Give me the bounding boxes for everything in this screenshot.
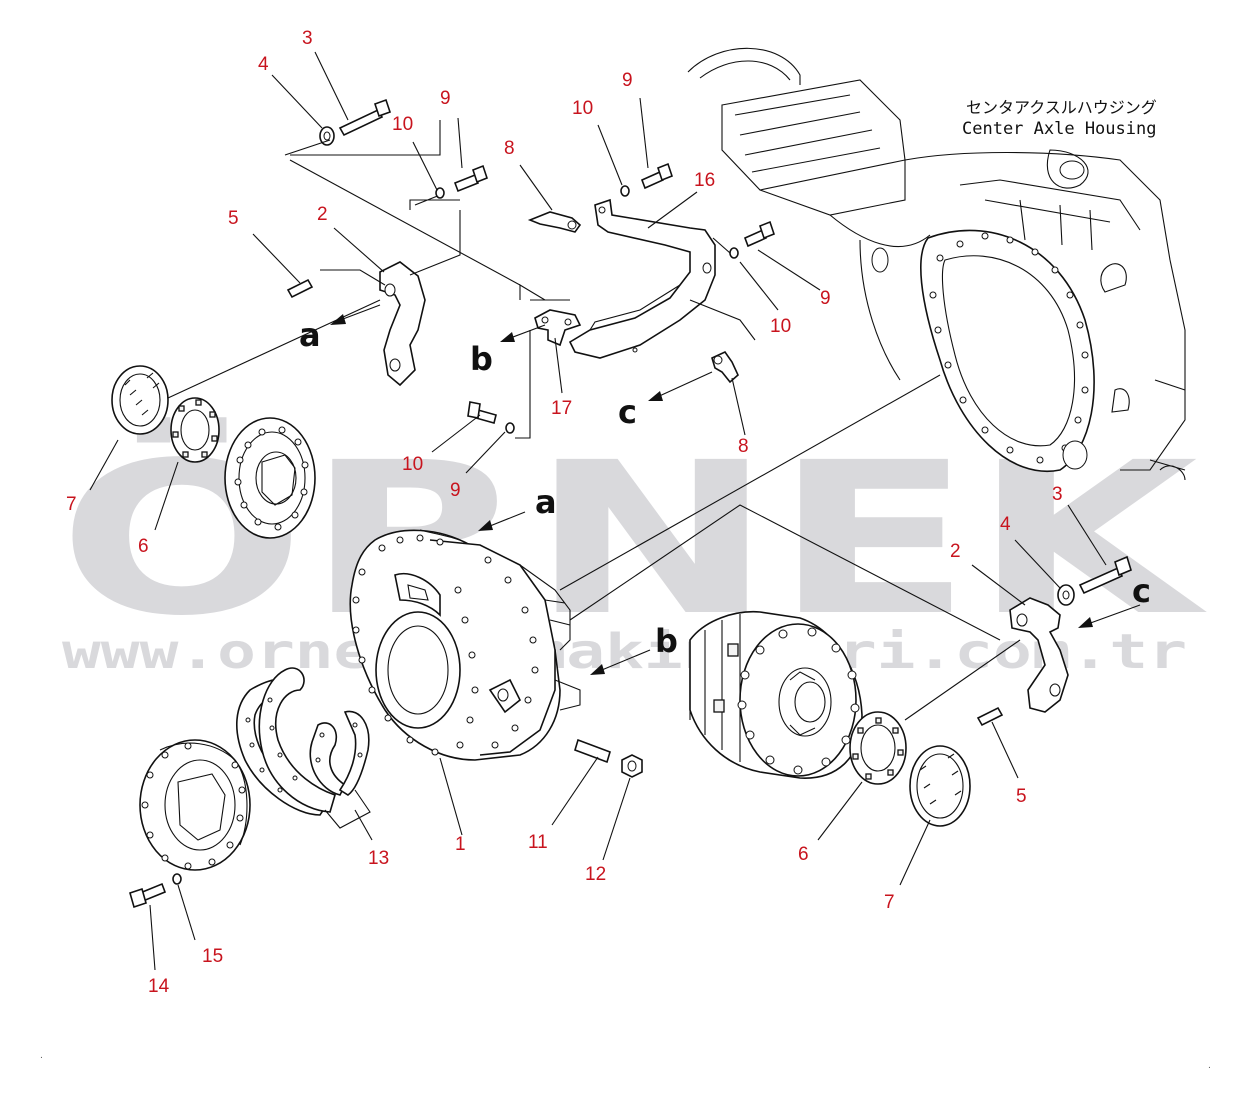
bearing-retainer	[139, 739, 251, 871]
callout-10-upper-left: 10	[392, 114, 413, 135]
bolt-3-right	[1078, 555, 1132, 595]
lock-plate-8-upper	[527, 211, 582, 233]
callout-2-left: 2	[317, 204, 328, 225]
callout-10-lower: 10	[402, 454, 423, 475]
washer-9-lower	[505, 422, 515, 434]
watermark-url: www.ornekiismakinalari.com.tr	[62, 624, 1187, 680]
shims-13	[235, 667, 371, 829]
callout-6-left: 6	[138, 536, 149, 557]
bearing-cup-7-right	[909, 745, 971, 827]
washer-10-upper-right	[620, 185, 630, 197]
callout-17: 17	[551, 398, 572, 419]
differential-case	[689, 610, 863, 779]
bolt-10-lower	[467, 401, 497, 424]
view-letter-c-lower: c	[1132, 572, 1151, 610]
callout-numbers: 3 4 10 9 8 10 9 16 5 2 9 10 17 8 10 9 7 …	[66, 28, 1063, 997]
bearing-cap-2-left	[379, 261, 426, 387]
callout-10-upper-right: 10	[572, 98, 593, 119]
callout-10-right: 10	[770, 316, 791, 337]
corner-mark-left: .	[40, 1051, 43, 1061]
washer-15	[172, 873, 182, 885]
view-letter-a-upper: a	[299, 316, 321, 354]
guard-16	[568, 198, 716, 359]
callout-6-right: 6	[798, 844, 809, 865]
right-bearing-cap-group	[976, 555, 1141, 727]
callout-leaders	[89, 51, 1107, 971]
lock-plate-group	[289, 159, 775, 439]
nut-12	[621, 754, 643, 778]
carrier-bolt-holes	[352, 534, 539, 756]
bolt-9-upper-left	[453, 164, 488, 193]
bearing-cone-6-right	[849, 711, 907, 785]
view-letter-b-upper: b	[470, 340, 493, 378]
callout-2-right: 2	[950, 541, 961, 562]
callout-16: 16	[694, 170, 715, 191]
view-letter-c-upper: c	[618, 393, 637, 431]
callout-3-upper: 3	[302, 28, 313, 49]
callout-12: 12	[585, 864, 606, 885]
carrier-housing-1	[349, 374, 1001, 761]
stud-11	[574, 738, 611, 764]
callout-4-right: 4	[1000, 514, 1011, 535]
pin-5-right	[976, 706, 1004, 727]
ring-gear	[224, 417, 316, 539]
left-bearing-group	[111, 299, 381, 539]
callout-4-upper: 4	[258, 54, 269, 75]
callout-11: 11	[528, 832, 548, 853]
callout-8-lower: 8	[738, 436, 749, 457]
bracket-17	[534, 309, 582, 347]
pin-5-left	[286, 278, 314, 299]
view-letters: a b c a b c	[299, 316, 1151, 660]
bearing-cone-6-left	[170, 397, 220, 463]
bolt-14	[129, 882, 167, 909]
bolt-9-right	[743, 220, 775, 248]
center-axle-housing	[687, 47, 1186, 481]
callout-9-right: 9	[820, 288, 831, 309]
callout-1: 1	[455, 834, 466, 855]
callout-7-right: 7	[884, 892, 895, 913]
callout-7-left: 7	[66, 494, 77, 515]
flange-bolt-holes	[929, 232, 1089, 464]
callout-9-lower: 9	[450, 480, 461, 501]
corner-mark-right: .	[1208, 1061, 1211, 1071]
title-japanese: センタアクスルハウジング	[966, 98, 1157, 117]
bolt-3-left	[338, 98, 392, 137]
callout-3-right: 3	[1052, 484, 1063, 505]
callout-9-upper-right: 9	[622, 70, 633, 91]
bearing-cap-2-right	[1009, 597, 1069, 713]
bolt-9-upper-right	[640, 162, 673, 190]
callout-14: 14	[148, 976, 170, 997]
callout-8-upper: 8	[504, 138, 515, 159]
bearing-cup-7-left	[111, 365, 169, 435]
callout-13: 13	[368, 848, 389, 869]
callout-5-right: 5	[1016, 786, 1027, 807]
callout-15: 15	[202, 946, 223, 967]
housing-title: センタアクスルハウジング Center Axle Housing	[962, 98, 1157, 139]
callout-5-left: 5	[228, 208, 239, 229]
washer-10-right	[729, 247, 739, 259]
view-letter-b-lower: b	[655, 622, 678, 660]
callout-9-upper-left: 9	[440, 88, 451, 109]
title-english: Center Axle Housing	[962, 119, 1156, 139]
washer-10-upper-left	[435, 187, 445, 199]
view-letter-a-lower: a	[535, 483, 557, 521]
